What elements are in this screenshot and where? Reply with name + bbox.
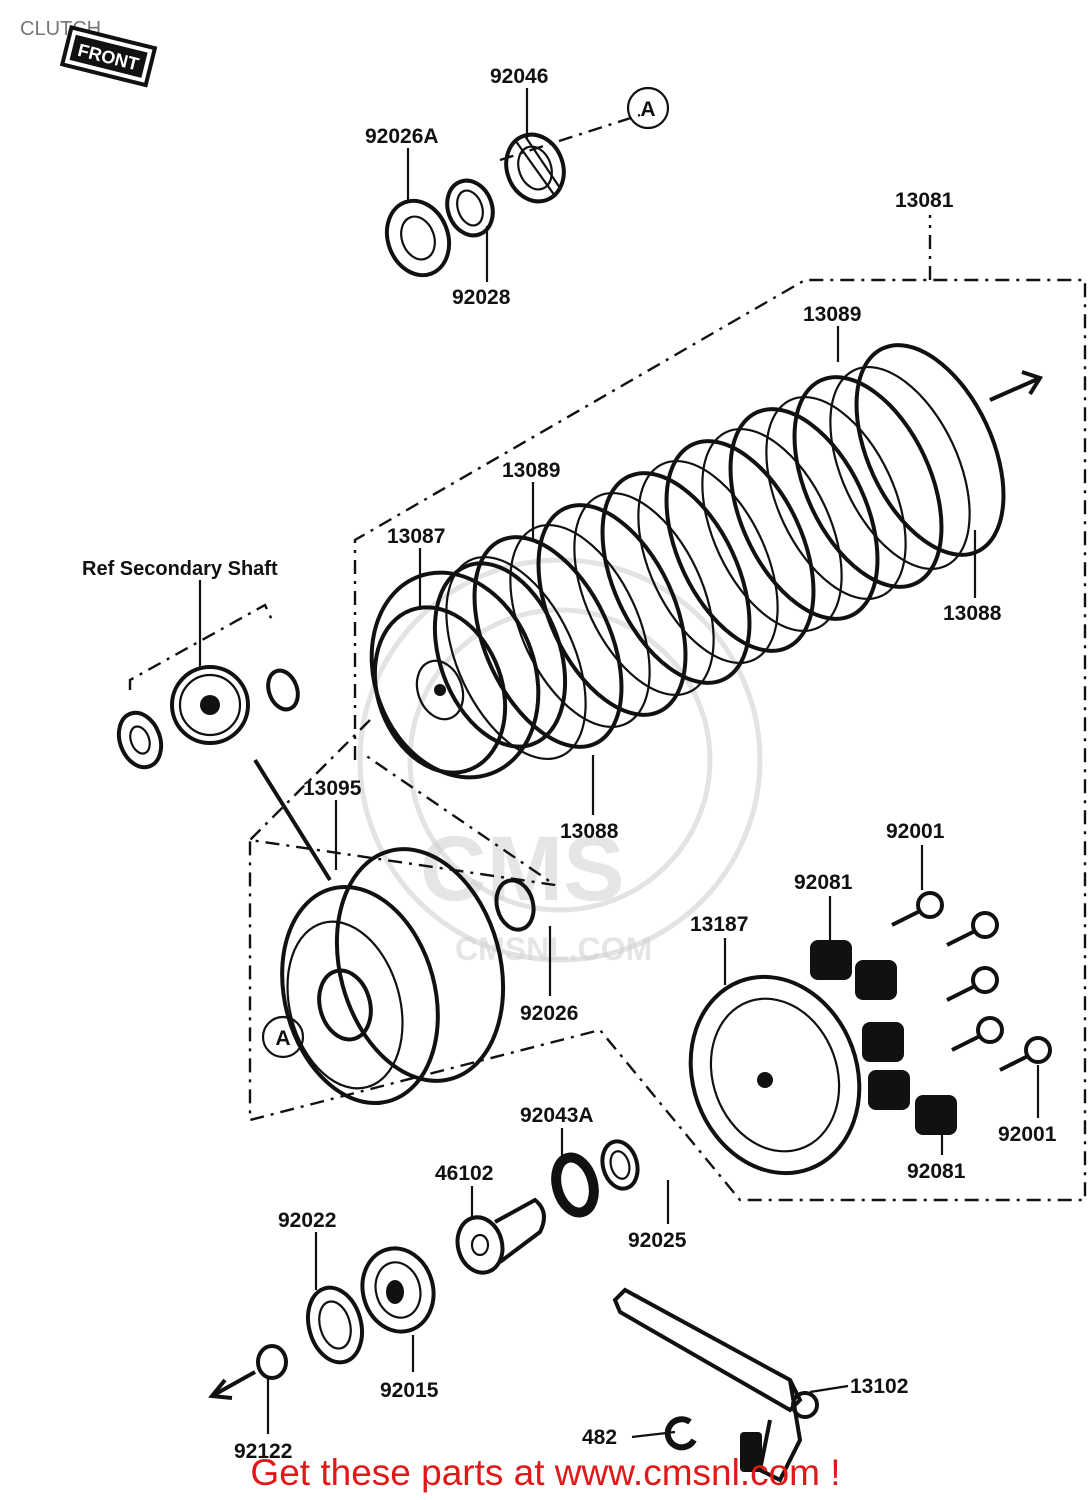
leader-lines (198, 88, 1040, 1439)
washer-92026A (384, 198, 452, 278)
label-92001-top: 92001 (886, 820, 945, 843)
label-482: 482 (582, 1426, 617, 1449)
label-92028: 92028 (452, 286, 511, 309)
circlip-482 (664, 1416, 697, 1451)
label-92015: 92015 (380, 1379, 439, 1402)
label-13081: 13081 (895, 189, 954, 212)
pressure-plate-13187 (688, 974, 862, 1176)
label-13088-right: 13088 (943, 602, 1002, 625)
label-13089-top: 13089 (803, 303, 861, 326)
label-92025: 92025 (628, 1229, 687, 1252)
label-92026A: 92026A (365, 125, 439, 148)
part-labels: 92046 92026A 92028 13081 13089 13089 130… (82, 65, 1057, 1463)
pin-92122 (208, 1344, 288, 1400)
buy-parts-link[interactable]: Get these parts at www.cmsnl.com ! (250, 1452, 841, 1493)
bolts-92001 (891, 891, 1052, 1072)
label-13087: 13087 (387, 525, 445, 548)
label-92081-bottom: 92081 (907, 1160, 966, 1183)
label-92046: 92046 (490, 65, 548, 88)
needle-bearing-92046 (504, 132, 566, 204)
watermark-site: CMSNL.COM (455, 931, 652, 967)
washer-92025 (600, 1139, 640, 1191)
callout-a-top: A (626, 86, 670, 130)
secondary-shaft-gear (116, 665, 300, 770)
label-13089-mid: 13089 (502, 459, 560, 482)
springs-92081 (810, 940, 957, 1135)
sleeve-92028 (445, 178, 495, 238)
watermark: CMS CMSNL.COM (357, 557, 763, 967)
callout-a-top-text: A (640, 98, 655, 121)
release-shaft-13102 (612, 1287, 819, 1483)
clutch-housing-13095 (253, 758, 536, 1106)
label-92026: 92026 (520, 1002, 578, 1025)
label-13088-bottom: 13088 (560, 820, 619, 843)
assembly-outline (128, 113, 1087, 1202)
label-13102: 13102 (850, 1375, 908, 1398)
label-92001-bottom: 92001 (998, 1123, 1057, 1146)
washer-92043A (551, 1152, 599, 1218)
label-92043A: 92043A (520, 1104, 594, 1127)
washer-92022 (306, 1285, 364, 1365)
clutch-plate-stack (445, 343, 1044, 761)
label-92022: 92022 (278, 1209, 336, 1232)
label-92081-top: 92081 (794, 871, 853, 894)
label-ref-secondary-shaft: Ref Secondary Shaft (82, 558, 278, 580)
bearing-92015 (360, 1246, 436, 1334)
label-46102: 46102 (435, 1162, 493, 1185)
callout-a-bottom-text: A (275, 1027, 290, 1050)
front-badge: FRONT (59, 25, 158, 88)
pushrod-holder-46102 (455, 1197, 546, 1275)
label-13095: 13095 (303, 777, 362, 800)
callout-a-bottom: A (261, 1015, 305, 1059)
label-13187: 13187 (690, 913, 748, 936)
label-92122: 92122 (234, 1440, 292, 1463)
